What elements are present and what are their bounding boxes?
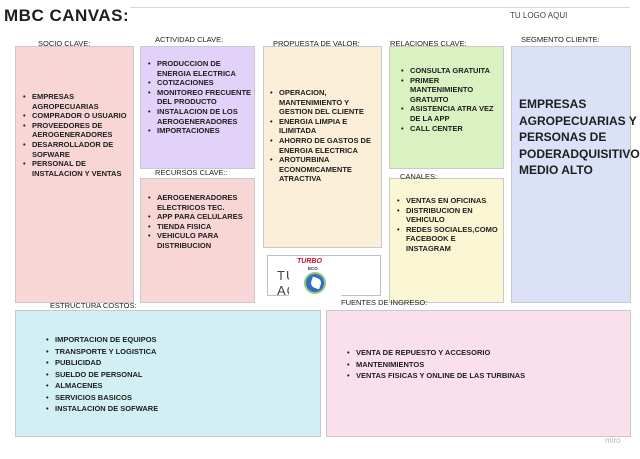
socio-clave-card[interactable]: EMPRESAS AGROPECUARIAS COMPRADOR O USUAR…: [15, 46, 134, 303]
actividad-clave-label: ACTIVIDAD CLAVE:: [155, 35, 224, 44]
canales-card[interactable]: VENTAS EN OFICINAS DISTRIBUCION EN VEHIC…: [389, 178, 504, 303]
list-item: SUELDO DE PERSONAL: [45, 369, 320, 381]
list-item: APP PARA CELULARES: [147, 212, 252, 222]
list-item: IMPORTACION DE EQUIPOS: [45, 334, 320, 346]
list-item: PROVEEDORES DE AEROGENERADORES: [22, 121, 129, 140]
list-item: EMPRESAS AGROPECUARIAS: [22, 92, 129, 111]
frame-top-line: [130, 7, 630, 8]
relaciones-clave-label: RELACIONES CLAVE:: [390, 39, 467, 48]
list-item: VEHICULO PARA DISTRIBUCION: [147, 231, 252, 250]
list-item: VENTAS FISICAS Y ONLINE DE LAS TURBINAS: [346, 370, 630, 382]
list-item: TRANSPORTE Y LOGISTICA: [45, 346, 320, 358]
list-item: VENTAS EN OFICINAS: [396, 196, 499, 206]
relaciones-clave-list: CONSULTA GRATUITA PRIMER MANTENIMIENTO G…: [390, 66, 503, 133]
list-item: DISTRIBUCION EN VEHICULO: [396, 206, 499, 225]
page-title: MBC CANVAS:: [4, 6, 130, 25]
brand-sub: ECO: [308, 266, 318, 271]
list-item: COMPRADOR O USUARIO: [22, 111, 129, 121]
brand-logo: TURBO ECO: [289, 256, 341, 299]
list-item: INSTALACION DE LOS AEROGENERADORES: [147, 107, 252, 126]
list-item: IMPORTACIONES: [147, 126, 252, 136]
list-item: SERVICIOS BASICOS: [45, 392, 320, 404]
fuentes-ingreso-list: VENTA DE REPUESTO Y ACCESORIO MANTENIMIE…: [327, 347, 630, 382]
list-item: DESARROLLADOR DE SOFWARE: [22, 140, 129, 159]
recursos-clave-card[interactable]: AEROGENERADORES ELECTRICOS TEC. APP PARA…: [140, 178, 255, 303]
list-item: PUBLICIDAD: [45, 357, 320, 369]
canales-list: VENTAS EN OFICINAS DISTRIBUCION EN VEHIC…: [390, 196, 503, 254]
actividad-clave-list: PRODUCCION DE ENERGIA ELECTRICA COTIZACI…: [141, 59, 254, 136]
list-item: ENERGIA LIMPIA E ILIMITADA: [269, 117, 375, 136]
socio-clave-list: EMPRESAS AGROPECUARIAS COMPRADOR O USUAR…: [16, 92, 133, 178]
list-item: ALMACENES: [45, 380, 320, 392]
list-item: PERSONAL DE INSTALACION Y VENTAS: [22, 159, 129, 178]
canales-label: CANALES:: [400, 172, 438, 181]
list-item: CALL CENTER: [400, 124, 499, 134]
recursos-clave-list: AEROGENERADORES ELECTRICOS TEC. APP PARA…: [141, 193, 254, 251]
estructura-costos-list: IMPORTACION DE EQUIPOS TRANSPORTE Y LOGI…: [16, 334, 320, 415]
estructura-costos-label: ESTRUCTURA COSTOS:: [50, 301, 137, 310]
brand-name: TURBO: [297, 258, 322, 265]
segmento-cliente-text: EMPRESAS AGROPECUARIAS Y PERSONAS DE POD…: [519, 97, 640, 177]
list-item: AEROGENERADORES ELECTRICOS TEC.: [147, 193, 252, 212]
list-item: AHORRO DE GASTOS DE ENERGIA ELECTRICA: [269, 136, 375, 155]
propuesta-valor-card[interactable]: OPERACION, MANTENIMIENTO Y GESTION DEL C…: [263, 46, 382, 248]
list-item: COTIZACIONES: [147, 78, 252, 88]
list-item: CONSULTA GRATUITA: [400, 66, 499, 76]
list-item: VENTA DE REPUESTO Y ACCESORIO: [346, 347, 630, 359]
list-item: AROTURBINA ECONOMICAMENTE ATRACTIVA: [269, 155, 375, 184]
segmento-cliente-card[interactable]: EMPRESAS AGROPECUARIAS Y PERSONAS DE POD…: [511, 46, 640, 303]
propuesta-valor-list: OPERACION, MANTENIMIENTO Y GESTION DEL C…: [264, 88, 381, 184]
segmento-cliente-label: SEGMENTO CLIENTE:: [521, 35, 600, 44]
list-item: REDES SOCIALES,COMO FACEBOOK E INSTAGRAM: [396, 225, 499, 254]
list-item: TIENDA FISICA: [147, 222, 252, 232]
propuesta-valor-label: PROPUESTA DE VALOR:: [273, 39, 360, 48]
actividad-clave-card[interactable]: PRODUCCION DE ENERGIA ELECTRICA COTIZACI…: [140, 46, 255, 169]
list-item: OPERACION, MANTENIMIENTO Y GESTION DEL C…: [269, 88, 375, 117]
socio-clave-label: SOCIO CLAVE:: [38, 39, 91, 48]
list-item: INSTALACION DE SOFWARE: [45, 403, 320, 415]
list-item: PRODUCCION DE ENERGIA ELECTRICA: [147, 59, 252, 78]
miro-watermark: miro: [605, 436, 621, 445]
list-item: MONITOREO FRECUENTE DEL PRODUCTO: [147, 88, 252, 107]
list-item: MANTENIMIENTOS: [346, 359, 630, 371]
list-item: ASISTENCIA ATRA VEZ DE LA APP: [400, 104, 499, 123]
fuentes-ingreso-card[interactable]: VENTA DE REPUESTO Y ACCESORIO MANTENIMIE…: [326, 310, 631, 437]
estructura-costos-card[interactable]: IMPORTACION DE EQUIPOS TRANSPORTE Y LOGI…: [15, 310, 321, 437]
recursos-clave-label: RECURSOS CLAVE::: [155, 168, 228, 177]
relaciones-clave-card[interactable]: CONSULTA GRATUITA PRIMER MANTENIMIENTO G…: [389, 46, 504, 169]
logo-placeholder-top[interactable]: TU LOGO AQUI: [510, 11, 568, 20]
list-item: PRIMER MANTENIMIENTO GRATUITO: [400, 76, 499, 105]
fuentes-ingreso-label: FUENTES DE INGRESO:: [341, 298, 428, 307]
leaf-icon: [304, 272, 326, 294]
